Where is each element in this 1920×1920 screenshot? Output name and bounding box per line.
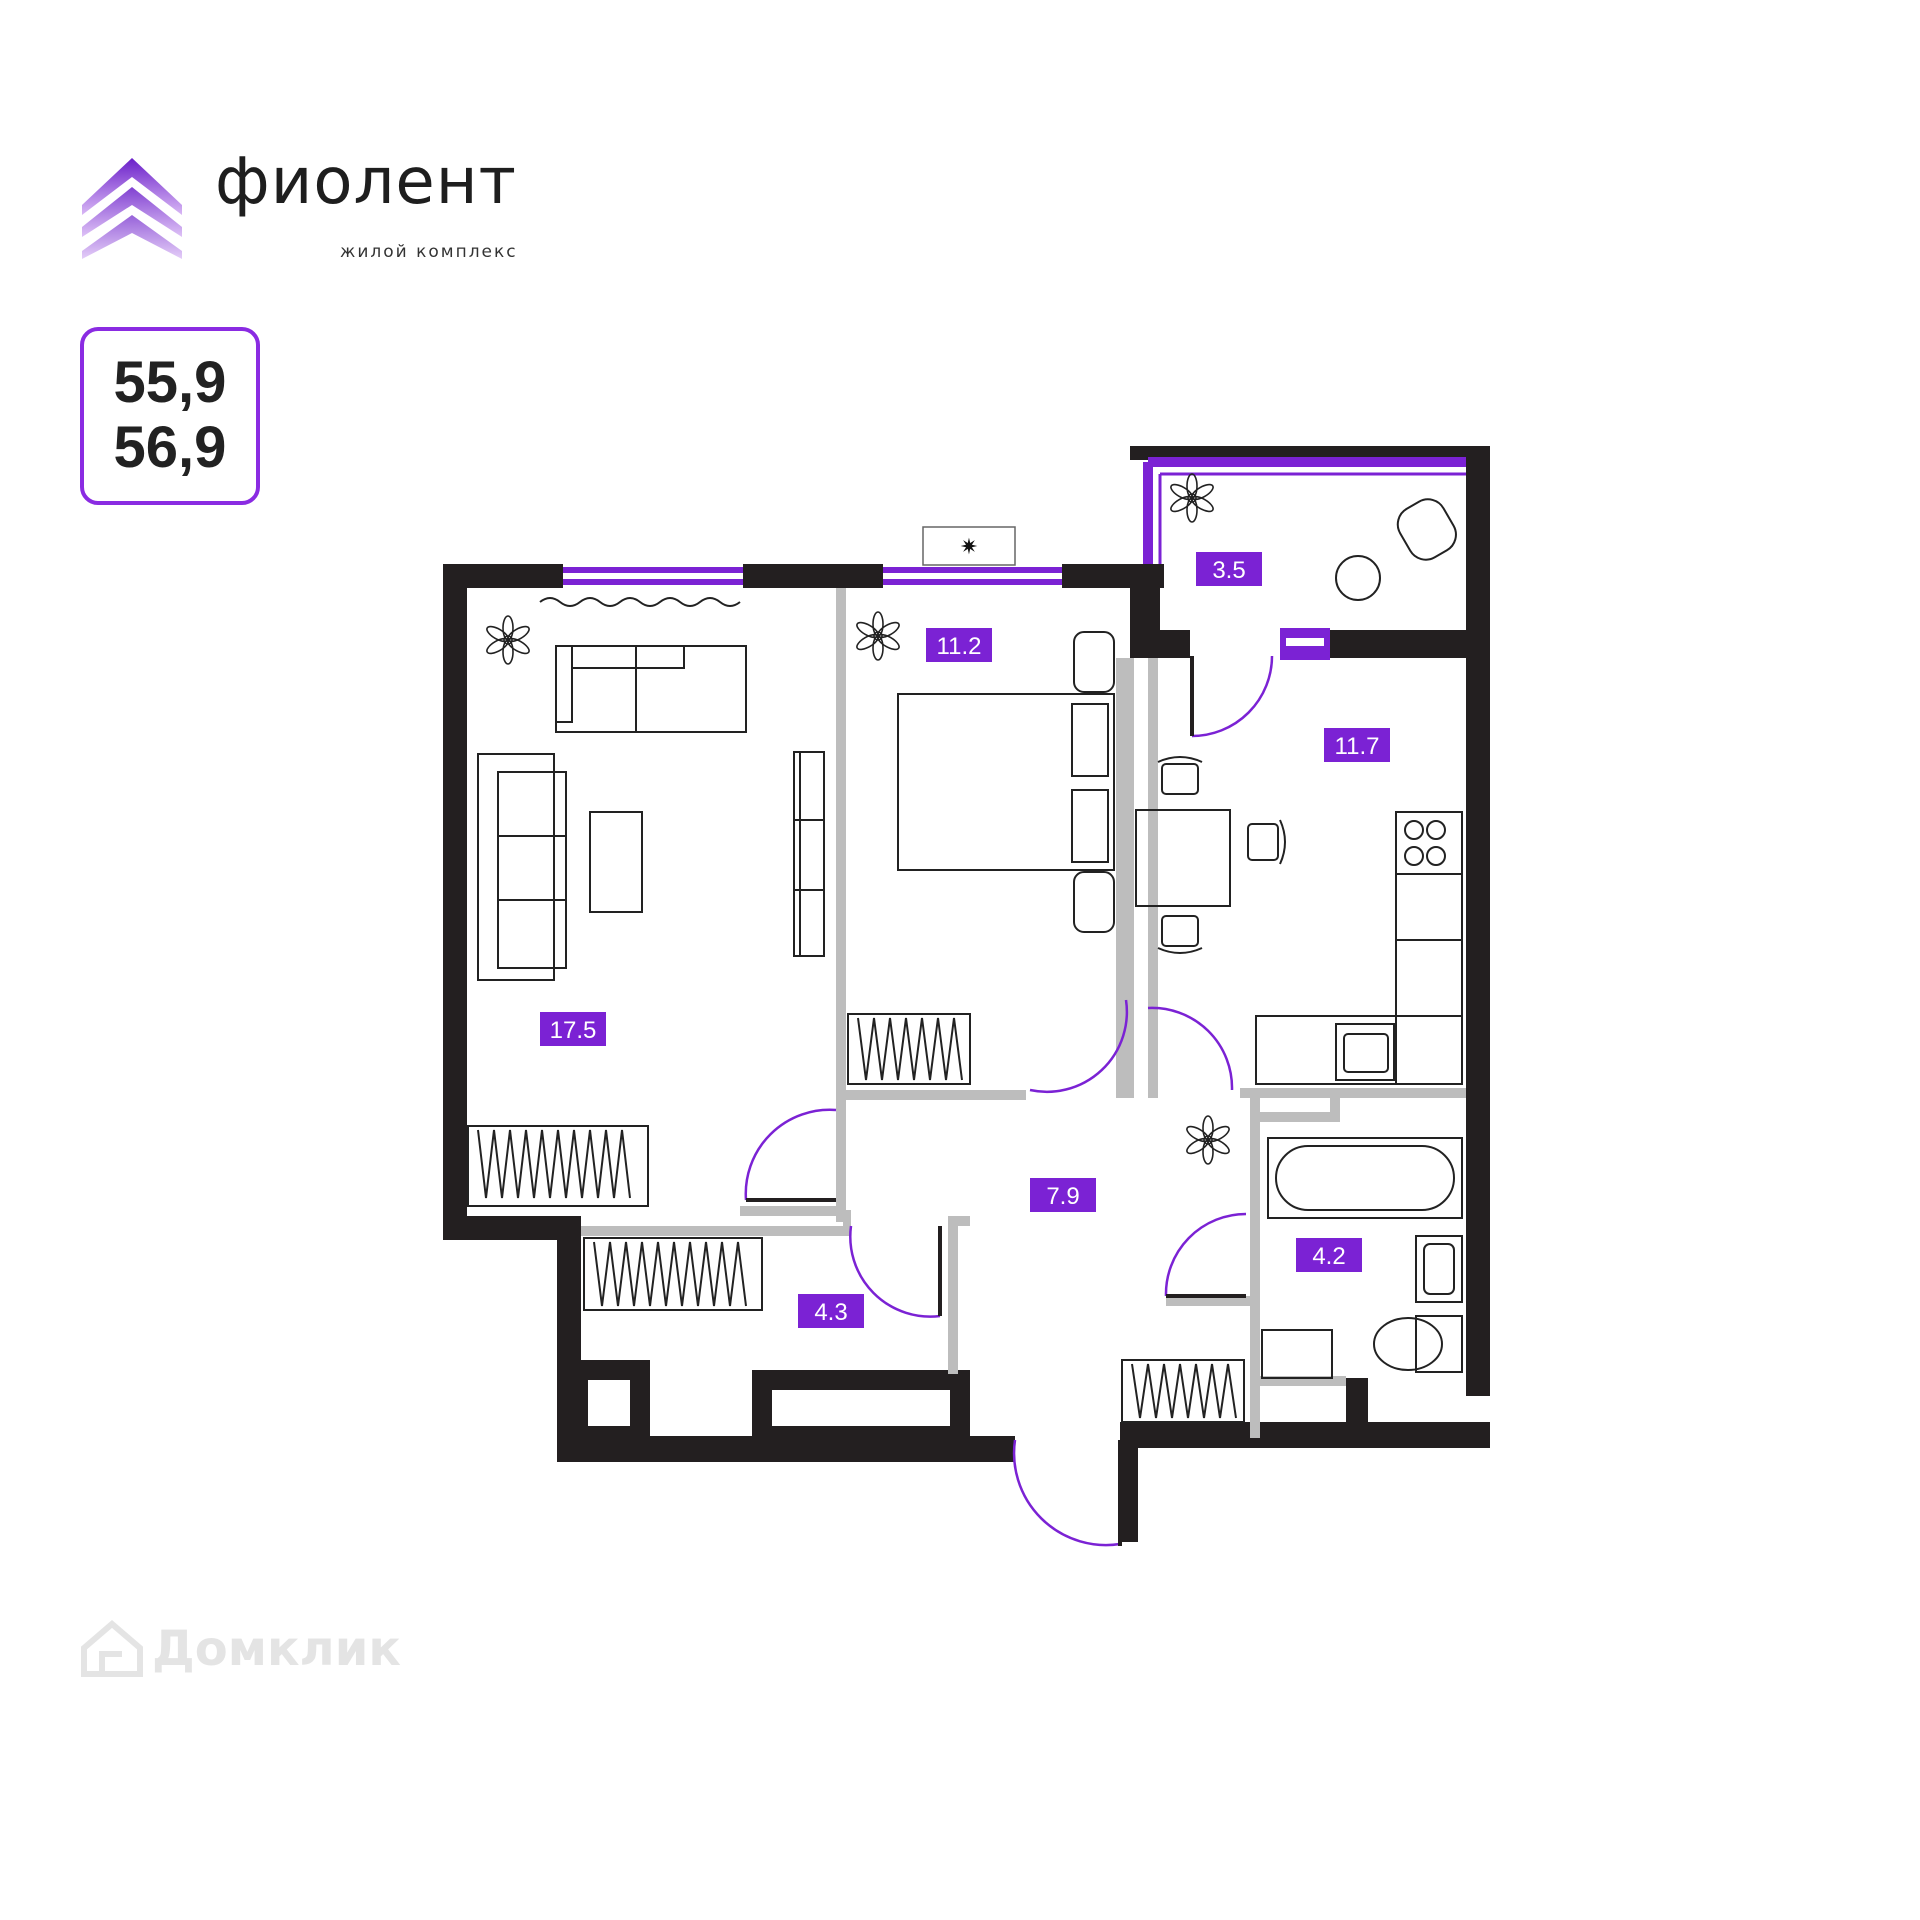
- room-badge-storage: [798, 1294, 864, 1328]
- hallway-furniture: [1121, 1359, 1245, 1423]
- room-badge-bedroom: [926, 628, 992, 662]
- brand-name: фиолент: [215, 145, 517, 219]
- living-room-furniture: [467, 597, 825, 1207]
- room-badge-balcony: [1196, 552, 1262, 586]
- windows: ✷: [563, 526, 1330, 660]
- chair-icon: [1157, 915, 1203, 954]
- storage-furniture: [583, 1237, 763, 1311]
- room-area-hallway: 7.9: [1046, 1183, 1079, 1210]
- kitchen-furniture: [1135, 809, 1463, 1085]
- door-leaves: [746, 656, 1246, 1546]
- area-value-2: 56,9: [113, 415, 227, 480]
- logo-chevron-icon: [82, 158, 182, 259]
- plant-icon: [1167, 473, 1217, 523]
- room-badge-hallway: [1030, 1178, 1096, 1212]
- interior-partitions: [581, 588, 1466, 1438]
- svg-text:✷: ✷: [960, 535, 978, 560]
- room-badge-bathroom: [1296, 1238, 1362, 1272]
- plant-icon: [1183, 1115, 1233, 1165]
- room-area-bathroom: 4.2: [1312, 1243, 1345, 1270]
- balcony-furniture: [1335, 498, 1457, 601]
- plant-icon: [483, 615, 533, 665]
- room-area-living: 17.5: [550, 1017, 597, 1044]
- house-icon: [81, 1620, 143, 1677]
- room-area-kitchen: 11.7: [1335, 733, 1380, 760]
- watermark: Домклик: [80, 1620, 401, 1678]
- bedroom-furniture: [847, 631, 1115, 1085]
- door-swings: [744, 655, 1274, 1547]
- room-area-balcony: 3.5: [1212, 557, 1245, 584]
- room-badge-kitchen: [1324, 728, 1390, 762]
- balcony-outline: [1130, 446, 1490, 658]
- watermark-text: Домклик: [152, 1621, 401, 1677]
- area-badge: 55,9 56,9: [80, 327, 260, 505]
- area-value-1: 55,9: [113, 350, 227, 416]
- room-area-bedroom: 11.2: [937, 633, 982, 660]
- plant-icon: [853, 611, 903, 661]
- room-badge-living: [540, 1012, 606, 1046]
- room-area-storage: 4.3: [814, 1299, 847, 1326]
- bathroom-furniture: [1261, 1137, 1463, 1379]
- chair-icon: [1157, 756, 1203, 795]
- chair-icon: [1247, 819, 1286, 865]
- brand-subtitle: жилой комплекс: [340, 242, 518, 262]
- room-labels: 17.5 11.2 11.7 3.5 7.9 4.2 4.3: [540, 552, 1390, 1328]
